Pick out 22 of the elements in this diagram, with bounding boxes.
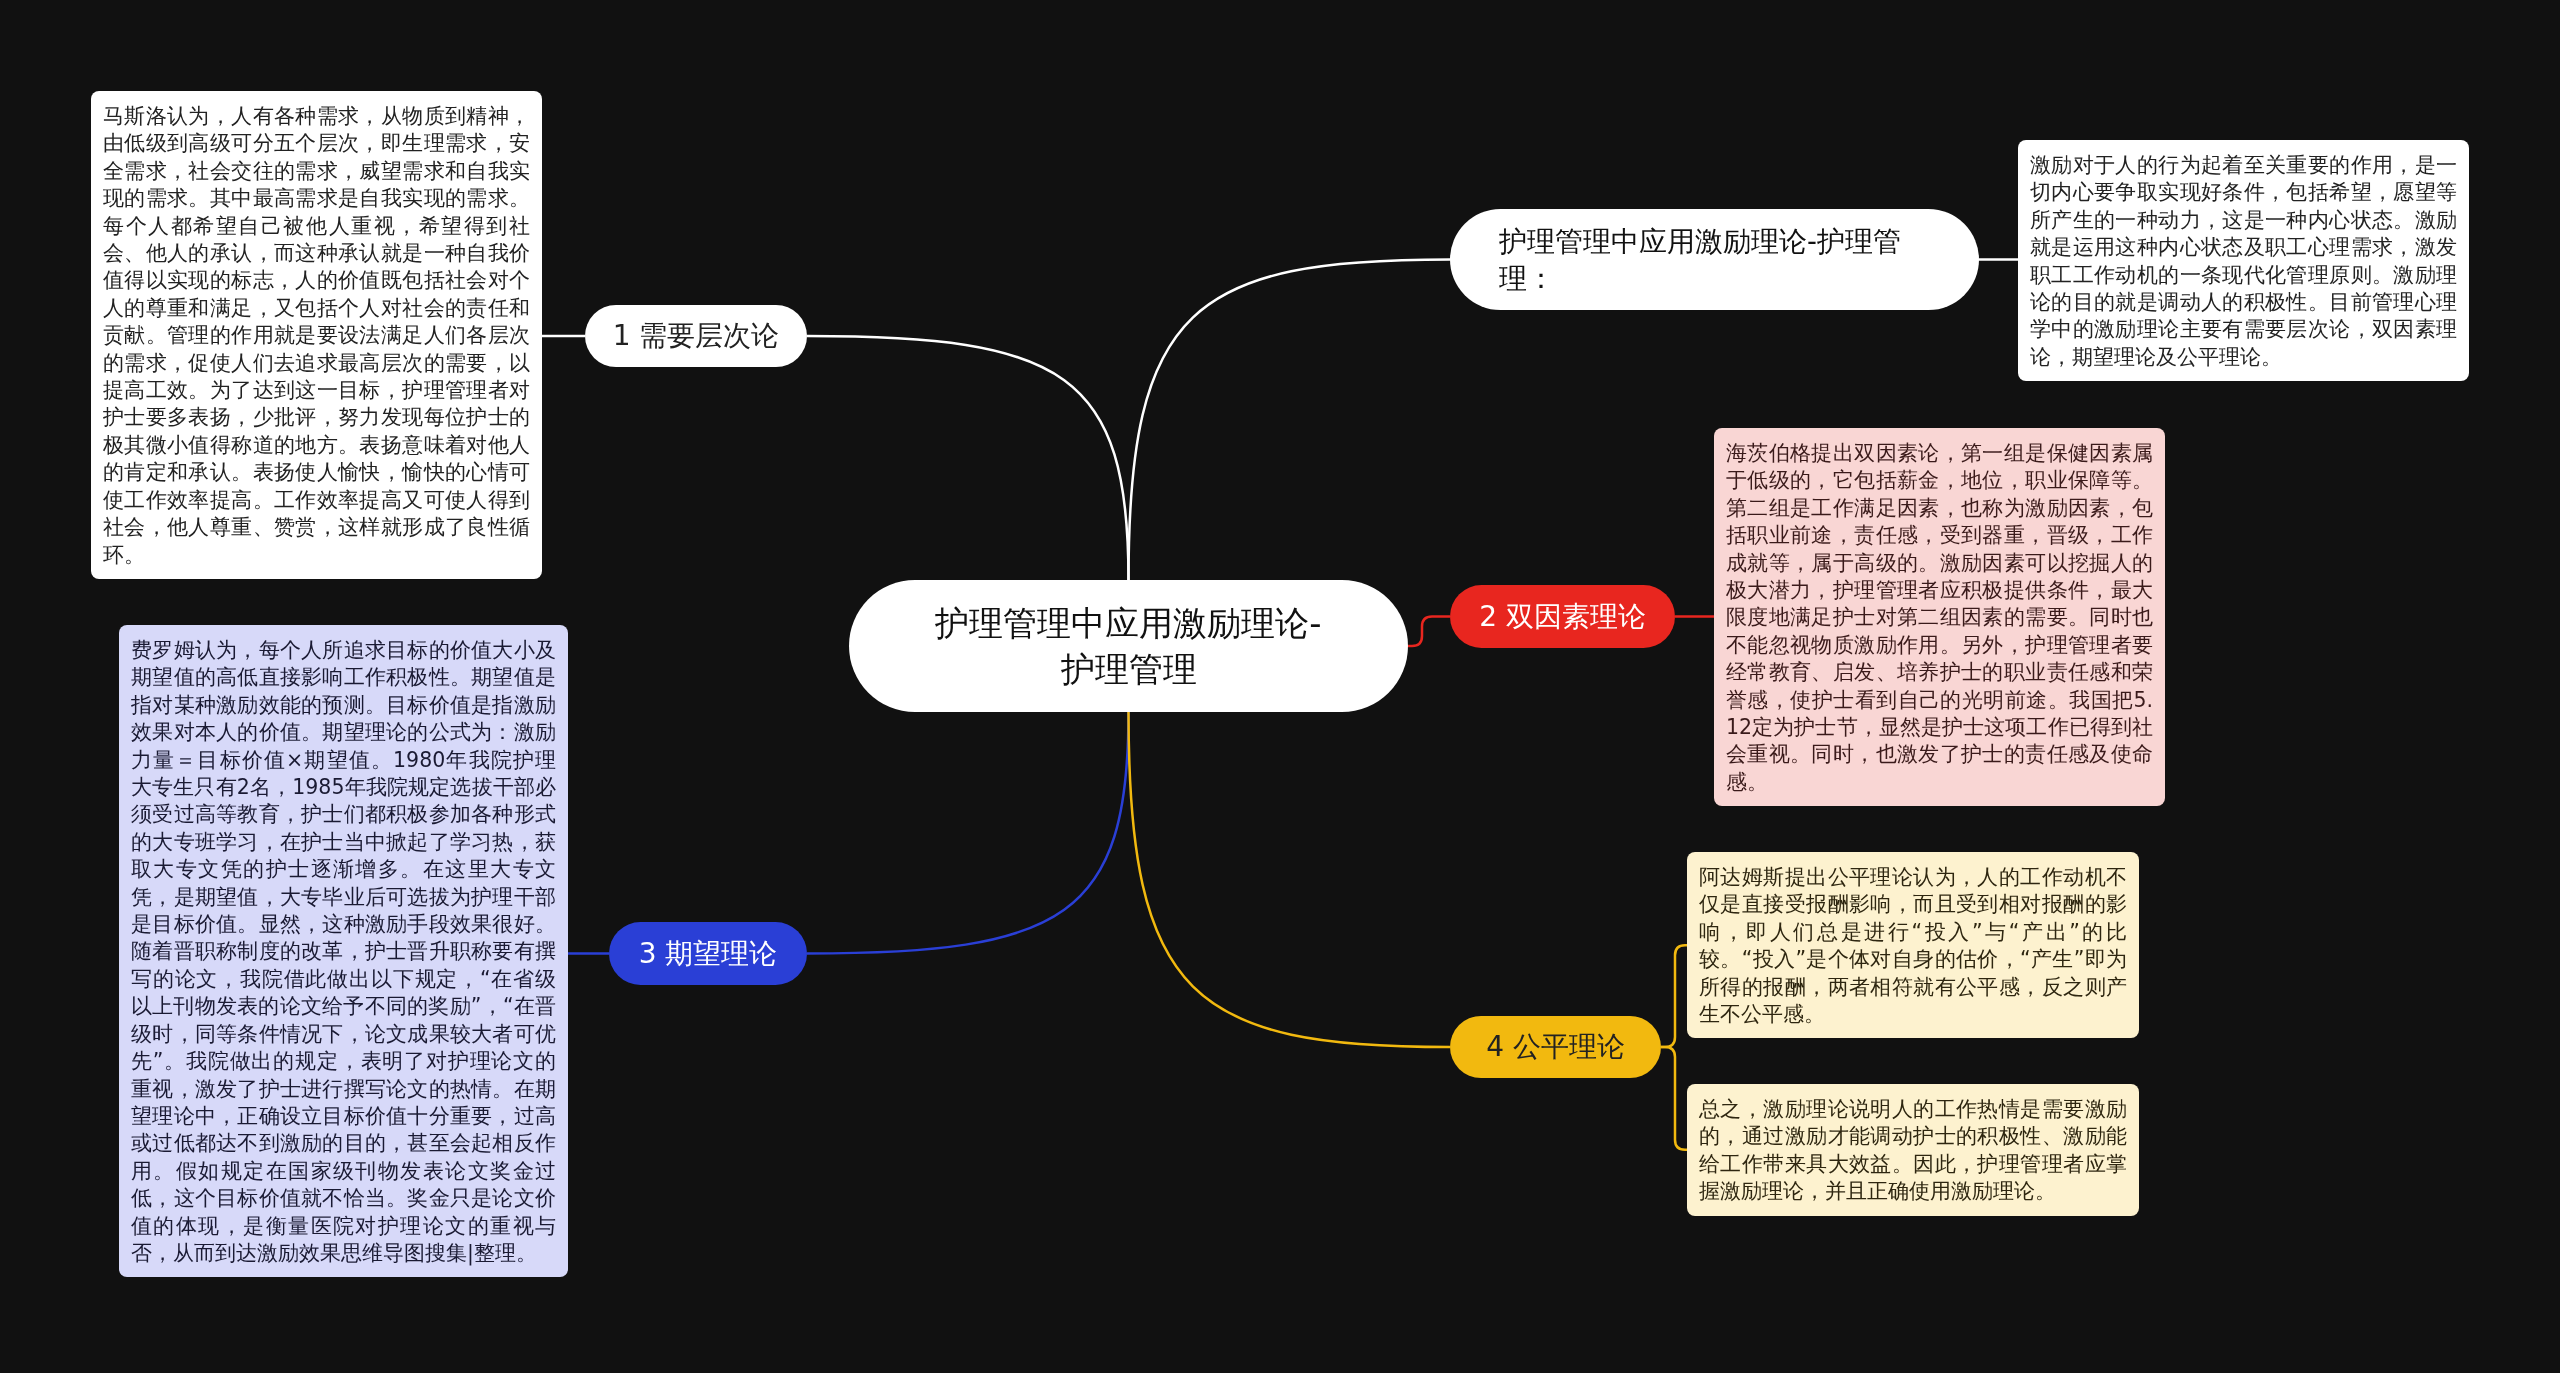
note-text: 费罗姆认为，每个人所追求目标的价值大小及期望值的高低直接影响工作积极性。期望值是指对某种激励效能的预测。目标价值是指激励效果对本人的价值。期望理论的公式为：激励力量＝目标价值×期望值。1980年我院护理大专生只有2名，1985年我院规定选拔干部必须受过高等教育，护士们都积极参加各种形式的大专班学习，在护士当中掀起了学习热，获取大专文凭的护士逐渐增多。在这里大专文凭，是期望值，大专毕业后可选拔为护理干部是目标价值。显然，这种激励手段效果很好。随着晋职称制度的改革，护士晋升职称要有撰写的论文，我院借此做出以下规定，“在省级以上刊物发表的论文给予不同的奖励”，“在晋级时，同等条件情况下，论文成果较大者可优先”。我院做出的规定，表明了对护理论文的重视，激发了护士进行撰写论文的热情。在期望理论中，正确设立目标价值十分重要，过高或过低都达不到激励的目的，甚至会起相反作用。假如规定在国家级刊物发表论文奖金过低，这个目标价值就不恰当。奖金只是论文价值的体现，是衡量医院对护理论文的重视与否，从而到达激励效果思维导图搜集|整理。	[131, 637, 556, 1268]
connector-line	[1408, 615, 1450, 648]
topic-text: 3 期望理论	[638, 935, 778, 972]
connector-line	[1661, 1045, 1687, 1152]
note-text: 激励对于人的行为起着至关重要的作用，是一切内心要争取实现好条件，包括希望，愿望等所产生的一种动力，这是一种内心状态。激励就是运用这种内心状态及职工心理需求，激发职工工作动机的一条现代化管理原则。激励理论的目的就是调动人的积极性。目前管理心理学中的激励理论主要有需要层次论，双因素理论，期望理论及公平理论。	[2030, 152, 2457, 371]
topic-text: 护理管理中应用激励理论-护理管理：	[1499, 223, 1902, 296]
connector-line	[1127, 711, 1451, 1049]
connector-line	[1675, 615, 1714, 618]
note-card	[1687, 1084, 2139, 1216]
note-text: 总之，激励理论说明人的工作热情是需要激励的，通过激励才能调动护士的积极性、激励能给工作带来具大效益。因此，护理管理者应掌握激励理论，并且正确使用激励理论。	[1699, 1096, 2127, 1206]
note-text: 海茨伯格提出双因素论，第一组是保健因素属于低级的，它包括薪金，地位，职业保障等。第二组是工作满足因素，也称为激励因素，包括职业前途，责任感，受到器重，晋级，工作成就等，属于高级的。激励因素可以挖掘人的极大潜力，护理管理者应积极提供条件，最大限度地满足护士对第二组因素的需要。同时也不能忽视物质激励作用。另外，护理管理者要经常教育、启发、培养护士的职业责任感和荣誉感，使护士看到自己的光明前途。我国把5.12定为护士节，显然是护士这项工作已得到社会重视。同时，也激发了护士的责任感及使命感。	[1726, 440, 2153, 796]
connector-line	[542, 334, 585, 338]
note-card	[1687, 852, 2139, 1039]
topic-text: 2 双因素理论	[1479, 598, 1646, 635]
note-text: 阿达姆斯提出公平理论认为，人的工作动机不仅是直接受报酬影响，而且受到相对报酬的影响，即人们总是进行“投入”与“产出”的比较。“投入”是个体对自身的估价，“产生”即为所得的报酬，两者相符就有公平感，反之则产生不公平感。	[1699, 864, 2127, 1029]
note-text: 马斯洛认为，人有各种需求，从物质到精神，由低级到高级可分五个层次，即生理需求，安全需求，社会交往的需求，威望需求和自我实现的需求。其中最高需求是自我实现的需求。每个人都希望自己被他人重视，希望得到社会、他人的承认，而这种承认就是一种自我价值得以实现的标志，人的价值既包括社会对个人的尊重和满足，又包括个人对社会的责任和贡献。管理的作用就是要设法满足人们各层次的需求，促使人们去追求最高层次的需要，以提高工效。为了达到这一目标，护理管理者对护士要多表扬，少批评，努力发现每位护士的极其微小值得称道的地方。表扬意味着对他人的肯定和承认。表扬使人愉快，愉快的心情可使工作效率提高。工作效率提高又可使人得到社会，他人尊重、赞赏，这样就形成了良性循环。	[103, 103, 530, 569]
topic-text: 1 需要层次论	[612, 318, 780, 354]
topic-text: 4 公平理论	[1486, 1029, 1625, 1065]
topic-text: 护理管理中应用激励理论-护理管理	[934, 602, 1323, 691]
connector-line	[807, 334, 1130, 581]
connector-line	[1979, 258, 2018, 261]
connector-line	[568, 952, 609, 955]
